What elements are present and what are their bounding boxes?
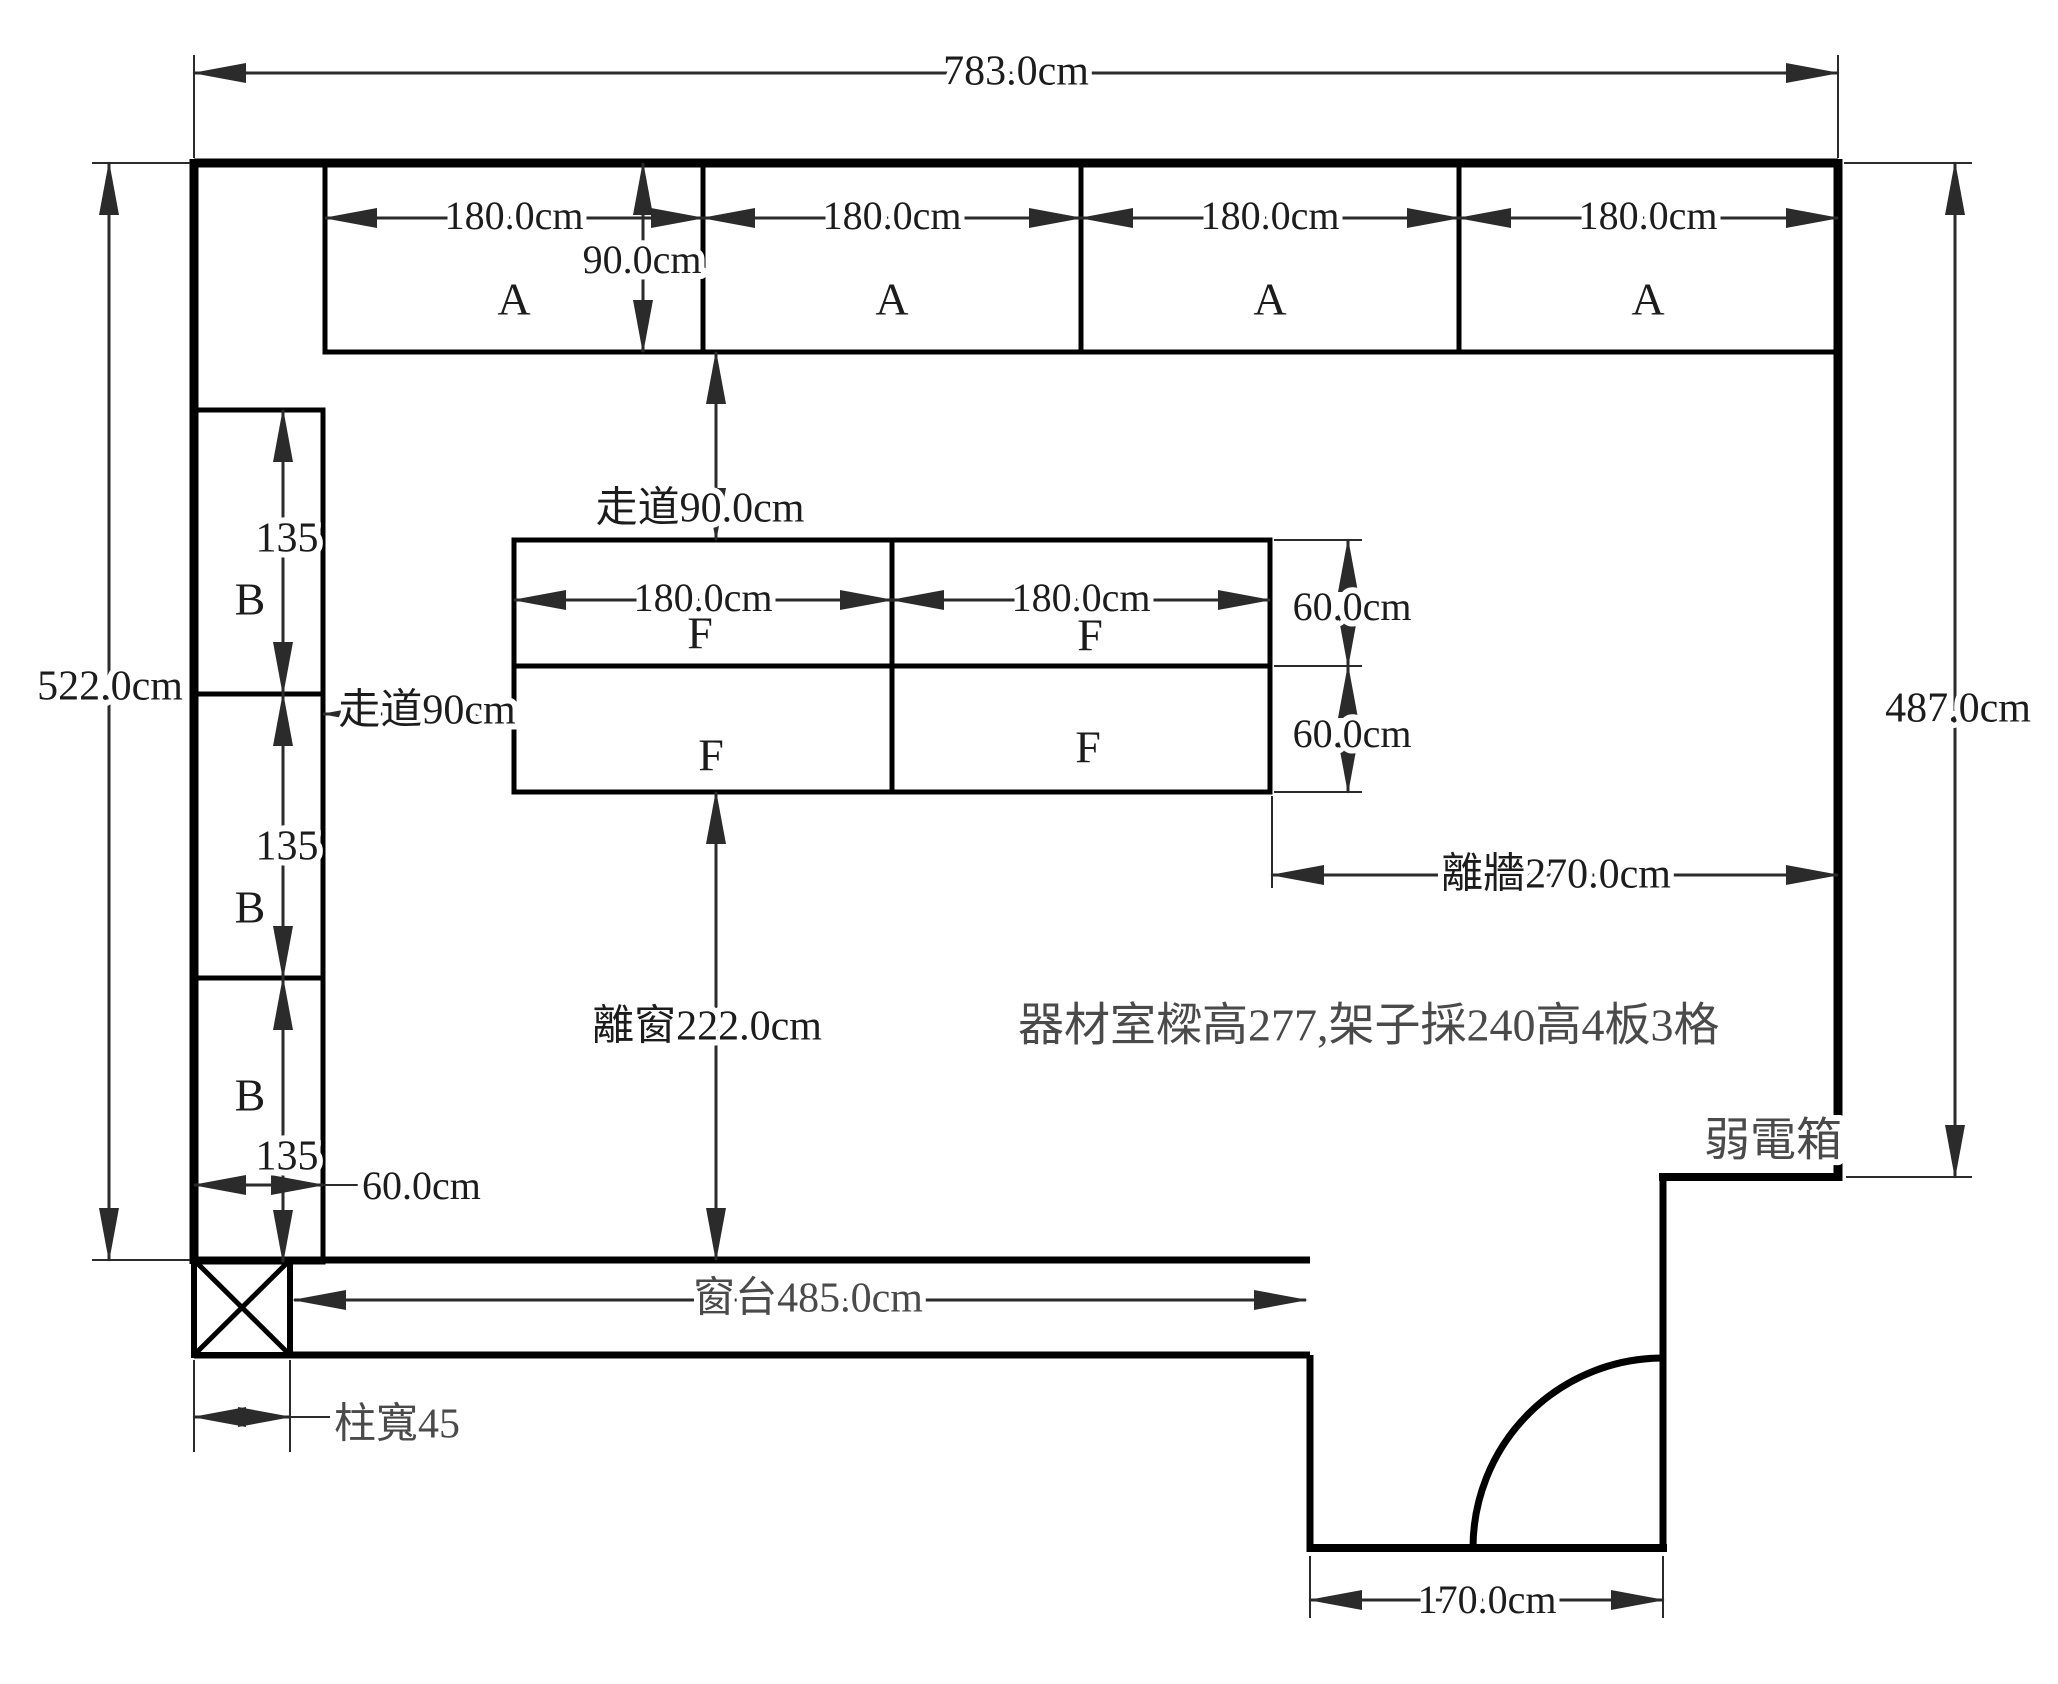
shelf-f2-width: 180.0cm (1012, 575, 1151, 620)
shelf-f1-label: F (687, 608, 713, 659)
to-wall-label: 離牆270.0cm (1441, 852, 1671, 898)
shelf-f1-width: 180.0cm (634, 575, 773, 620)
room-right-height-label: 487.0cm (1885, 686, 2031, 732)
f-row2-depth-label: 60.0cm (1293, 711, 1412, 756)
b-width-label: 60.0cm (362, 1163, 481, 1208)
dimensions (92, 55, 1972, 1618)
shelf-column-b (191, 407, 326, 1265)
shelf-a1-label: A (497, 274, 530, 325)
structural-column (191, 1257, 293, 1358)
shelf-a4-width: 180.0cm (1579, 193, 1718, 238)
window-sill-label: 窗台485.0cm (693, 1276, 923, 1322)
to-window-label: 離窗222.0cm (592, 1004, 822, 1050)
aisle-top-label: 走道90.0cm (596, 486, 805, 532)
shelf-a3-label: A (1253, 274, 1286, 325)
shelf-b1-label: B (235, 574, 266, 625)
shelf-b-outline (191, 407, 326, 1265)
shelf-b2-label: B (235, 882, 266, 933)
shelf-f3-label: F (698, 730, 724, 781)
shelf-a2-label: A (875, 274, 908, 325)
shelf-a4-label: A (1631, 274, 1664, 325)
shelf-b3-label: B (235, 1070, 266, 1121)
shelf-f4-label: F (1075, 722, 1101, 773)
shelf-f2-label: F (1077, 610, 1103, 661)
b3-height-label: 135 (256, 1134, 319, 1180)
room-width-label: 783.0cm (943, 49, 1089, 95)
door-width-label: 170.0cm (1418, 1577, 1557, 1622)
column-width-label: 柱寬45 (334, 1401, 460, 1448)
door-swing-arc (1469, 1354, 1664, 1549)
shelf-a3-width: 180.0cm (1201, 193, 1340, 238)
shelf-a2-width: 180.0cm (823, 193, 962, 238)
shelf-a-depth-label: 90.0cm (583, 237, 702, 282)
b1-height-label: 135 (256, 516, 319, 562)
room-note: 器材室樑高277,架子採240高4板3格 (1018, 1000, 1720, 1051)
shelf-a1-width: 180.0cm (445, 193, 584, 238)
b2-height-label: 135 (256, 824, 319, 870)
aisle-left-label: 走道90cm (338, 688, 516, 734)
labels: 783.0cm 522.0cm 487.0cm 180.0cm 180.0cm … (31, 43, 2037, 1629)
shelf-row-a (322, 160, 1841, 355)
room-left-height-label: 522.0cm (37, 664, 183, 710)
shelf-block-f (511, 537, 1273, 795)
column-diagonal-2 (192, 1258, 292, 1357)
f-row1-depth-label: 60.0cm (1293, 584, 1412, 629)
weak-current-box-label: 弱電箱 (1704, 1115, 1842, 1166)
